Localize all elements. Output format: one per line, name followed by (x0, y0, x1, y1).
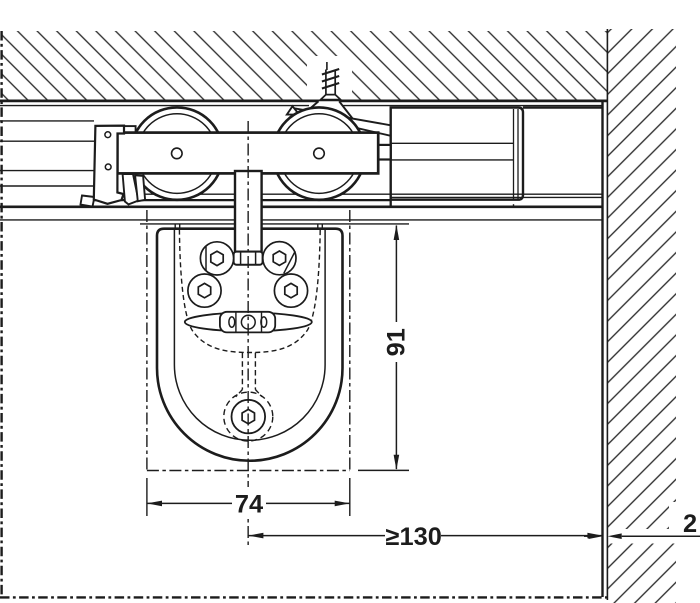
svg-text:74: 74 (235, 490, 263, 518)
svg-text:≥130: ≥130 (386, 523, 442, 551)
svg-text:91: 91 (383, 328, 411, 356)
svg-text:2: 2 (683, 510, 697, 538)
